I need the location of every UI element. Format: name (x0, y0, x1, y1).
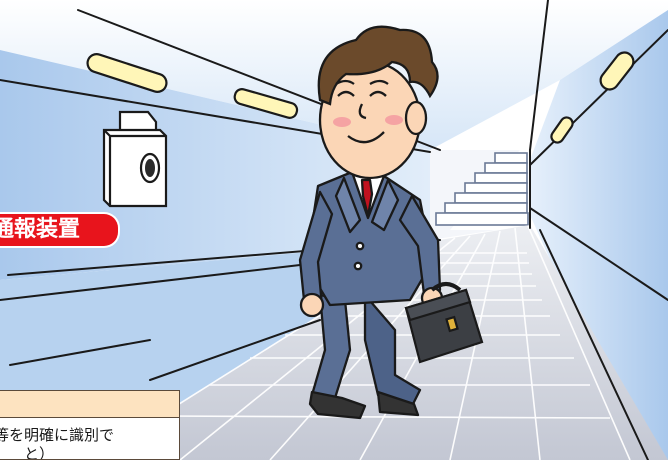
businessman-head (317, 25, 439, 180)
fluorescent-light-icon (86, 51, 635, 144)
alarm-device-label: 通報装置 (0, 212, 120, 248)
briefcase-icon (404, 282, 484, 364)
caption-header (0, 391, 179, 418)
caption-line-2: と） (24, 445, 55, 460)
businessman-icon (298, 170, 444, 420)
caption-box: 等を明確に識別で と） (0, 390, 180, 460)
alarm-device-icon (102, 110, 168, 208)
caption-line-1: 等を明確に識別で (0, 426, 115, 444)
staircase-icon (430, 150, 530, 240)
